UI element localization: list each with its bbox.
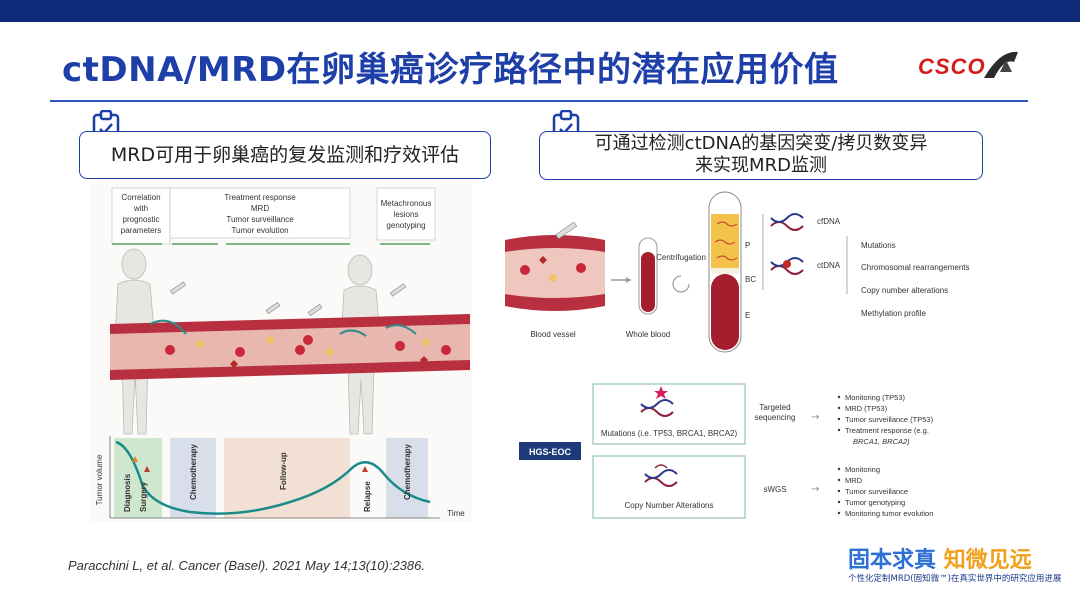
ctdna-label: ctDNA <box>817 261 841 270</box>
arrow-icon: → <box>811 484 819 495</box>
title-rule <box>50 100 1028 102</box>
brand-subtitle: 个性化定制MRD(固知微™)在真实世界中的研究应用进展 <box>848 574 1062 584</box>
y-axis-label: Tumor volume <box>95 454 104 505</box>
slide-title: ctDNA/MRD在卵巢癌诊疗路径中的潜在应用价值 <box>62 50 839 90</box>
brand-slogan: 固本求真 知微见远 <box>848 542 1032 574</box>
csco-logo-text: CSCO <box>918 54 986 79</box>
blood-vessel-illustration <box>505 221 605 311</box>
flow-arrow <box>339 329 367 337</box>
targeted-use: BRCA1, BRCA2) <box>853 437 910 446</box>
swgs-method-label: sWGS <box>763 485 786 494</box>
copy-number-box-label: Copy Number Alterations <box>625 501 714 510</box>
ctdna-detection-figure: Blood vessel Whole blood Centrifugation … <box>505 191 970 519</box>
dna-copy-number-icon <box>644 464 678 487</box>
citation: Paracchini L, et al. Cancer (Basel). 202… <box>68 558 425 573</box>
cfdna-icon <box>770 213 804 231</box>
csco-logo-mark <box>984 51 1018 78</box>
cfdna-label: cfDNA <box>817 217 841 226</box>
targeted-method-label: Targeted <box>759 403 790 412</box>
top-label: Tumor surveillance <box>226 215 294 224</box>
top-label: with <box>133 204 148 213</box>
top-label: Correlation <box>121 193 160 202</box>
swgs-use: Monitoring tumor evolution <box>845 509 933 518</box>
flow-arrow <box>385 324 417 335</box>
alteration-label: Chromosomal rearrangements <box>861 263 970 272</box>
blood-vessel-label: Blood vessel <box>530 330 576 339</box>
arrow-icon: → <box>811 412 819 423</box>
phase-label: Follow-up <box>279 452 288 490</box>
phase-label: Chemotherapy <box>189 443 198 500</box>
hgs-eoc-badge <box>519 442 581 460</box>
top-label: parameters <box>121 226 161 235</box>
alteration-label: Methylation profile <box>861 309 926 318</box>
csco-logo: CSCO <box>914 42 1026 88</box>
right-heading-box: 可通过检测ctDNA的基因突变/拷贝数变异 来实现MRD监测 <box>539 131 983 180</box>
left-heading-box: MRD可用于卵巢癌的复发监测和疗效评估 <box>79 131 491 179</box>
phase-label: Relapse <box>363 481 372 512</box>
targeted-method-label: sequencing <box>755 413 796 422</box>
top-bar <box>0 0 1080 22</box>
swgs-use: Tumor surveillance <box>845 487 908 496</box>
top-label: MRD <box>251 204 269 213</box>
targeted-use: Tumor surveillance (TP53) <box>845 415 934 424</box>
alteration-label: Mutations <box>861 241 896 250</box>
top-label: genotyping <box>386 221 425 230</box>
phase-label: Surgery <box>139 481 148 512</box>
brand-logo: 固本求真 知微见远 个性化定制MRD(固知微™)在真实世界中的研究应用进展 <box>838 538 1062 596</box>
separated-blood-tube <box>708 191 742 353</box>
right-heading-line1: 可通过检测ctDNA的基因突变/拷贝数变异 <box>594 133 928 154</box>
hgs-eoc-label: HGS-EOC <box>529 447 572 457</box>
erythrocyte-label: E <box>745 311 750 320</box>
plasma-label: P <box>745 241 750 250</box>
phase-label: Chemotherapy <box>403 443 412 500</box>
top-label: prognostic <box>123 215 160 224</box>
tumor-volume-timeline: Tumor volume Time Diagnosis Surgery Chem… <box>95 436 465 519</box>
brand-slogan-a: 固本求真 <box>848 548 937 573</box>
dna-mutation-icon <box>640 386 674 417</box>
buffy-coat-label: BC <box>745 275 756 284</box>
targeted-use: MRD (TP53) <box>845 404 888 413</box>
targeted-use: Monitoring (TP53) <box>845 393 906 402</box>
left-heading: MRD可用于卵巢癌的复发监测和疗效评估 <box>110 144 460 166</box>
targeted-use: Treatment response (e.g. <box>845 426 929 435</box>
ctdna-icon <box>770 257 804 275</box>
top-label: Tumor evolution <box>231 226 288 235</box>
centrifugation-label: Centrifugation <box>656 253 706 262</box>
top-label: lesions <box>394 210 419 219</box>
right-heading-line2: 来实现MRD监测 <box>695 155 827 176</box>
brand-slogan-b: 知微见远 <box>943 548 1032 573</box>
whole-blood-label: Whole blood <box>626 330 670 339</box>
x-axis-label: Time <box>447 509 465 518</box>
top-label: Treatment response <box>224 193 296 202</box>
alteration-label: Copy number alterations <box>861 286 948 295</box>
swgs-use: Tumor genotyping <box>845 498 905 507</box>
swgs-use: Monitoring <box>845 465 880 474</box>
blood-cells <box>165 335 451 368</box>
phase-label: Diagnosis <box>123 473 132 512</box>
centrifuge-icon <box>672 275 690 293</box>
ovarian-cancer-timeline-figure: Correlation with prognostic parameters T… <box>95 187 470 519</box>
swgs-use: MRD <box>845 476 863 485</box>
right-figure: Blood vessel Whole blood Centrifugation … <box>505 190 985 524</box>
whole-blood-tube <box>638 237 658 315</box>
top-label: Metachronous <box>381 199 432 208</box>
left-figure: Correlation with prognostic parameters T… <box>90 184 472 522</box>
syringe-icon <box>169 281 407 317</box>
blood-vessel-lumen <box>110 324 470 370</box>
mutations-box-label: Mutations (i.e. TP53, BRCA1, BRCA2) <box>601 429 738 438</box>
flow-arrow <box>149 319 187 335</box>
